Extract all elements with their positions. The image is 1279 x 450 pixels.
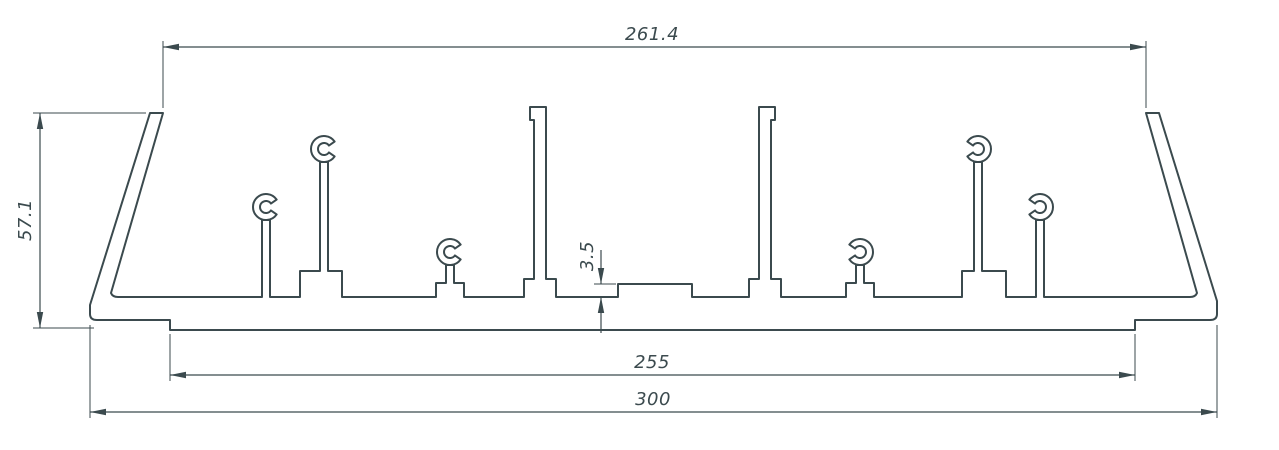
c-hook [848, 238, 874, 266]
dimension-overall-height: 57.1 [15, 112, 146, 329]
c-hook [1028, 193, 1054, 221]
dimension-inner-bottom-width: 255 [169, 334, 1136, 381]
dim-label-overall-height: 57.1 [15, 199, 36, 241]
dimension-overall-width: 300 [89, 325, 1218, 418]
profile-cross-section [89, 106, 1218, 331]
dimension-top-width: 261.4 [162, 24, 1147, 108]
dimension-pad-height: 3.5 [577, 241, 616, 333]
c-hook [252, 193, 278, 221]
profile-outline [89, 106, 1218, 331]
dim-label-inner-bottom-width: 255 [634, 352, 670, 373]
dim-label-overall-width: 300 [635, 389, 671, 410]
c-hook [310, 135, 336, 163]
c-hook [966, 135, 992, 163]
dim-label-top-width: 261.4 [625, 24, 679, 45]
dim-label-pad-height: 3.5 [577, 241, 598, 271]
c-hook [436, 238, 462, 266]
